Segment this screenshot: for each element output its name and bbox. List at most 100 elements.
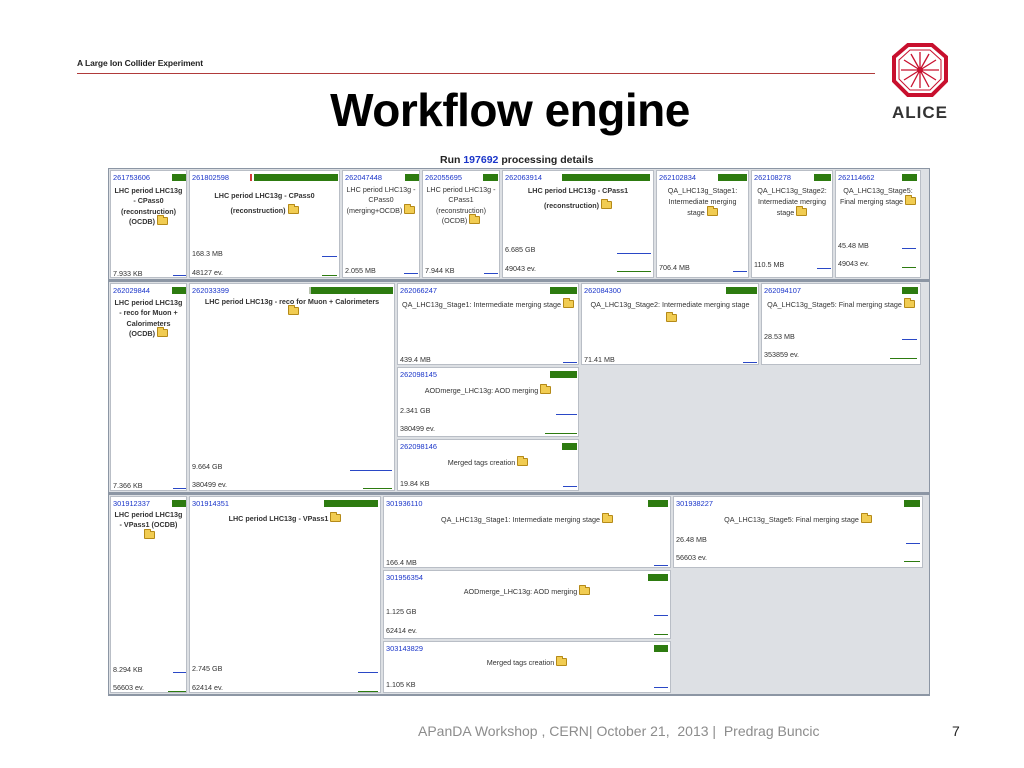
job-name: LHC period LHC13g - CPass0 (merging+OCDB… (346, 185, 416, 215)
job-card: 262063914 LHC period LHC13g - CPass1 (re… (502, 170, 654, 278)
job-name: QA_LHC13g_Stage5: Final merging stage (765, 298, 917, 312)
folder-icon[interactable] (556, 656, 568, 666)
folder-icon[interactable] (563, 298, 575, 308)
folder-icon[interactable] (156, 215, 168, 226)
folder-icon[interactable] (796, 206, 808, 217)
job-output-size: 19.84 KB (400, 479, 430, 488)
events-indicator-line (654, 634, 668, 635)
job-progress-bar (718, 174, 747, 181)
job-output-size: 706.4 MB (659, 263, 690, 272)
job-progress-bar (648, 500, 668, 507)
job-event-count: 62414 ev. (386, 626, 418, 635)
size-indicator-line (173, 275, 186, 276)
job-progress-bar (654, 645, 668, 652)
job-card: 261753606 LHC period LHC13g - CPass0 (re… (110, 170, 187, 278)
folder-icon[interactable] (601, 199, 613, 210)
size-indicator-line (556, 414, 577, 415)
size-indicator-line (404, 273, 418, 274)
folder-icon[interactable] (404, 203, 416, 214)
job-id-link[interactable]: 301912337 (113, 499, 150, 508)
job-output-size: 9.664 GB (192, 462, 223, 471)
events-indicator-line (890, 358, 917, 359)
job-id-link[interactable]: 262102834 (659, 173, 696, 182)
events-indicator-line (902, 267, 916, 268)
job-id-link[interactable]: 301938227 (676, 499, 713, 508)
folder-icon[interactable] (706, 206, 718, 217)
job-id-link[interactable]: 262066247 (400, 286, 437, 295)
job-name: QA_LHC13g_Stage1: Intermediate merging s… (401, 298, 575, 312)
job-event-count: 56603 ev. (676, 553, 708, 562)
job-output-size: 1.105 KB (386, 680, 416, 689)
size-indicator-line (654, 565, 668, 566)
job-id-link[interactable]: 262084300 (584, 286, 621, 295)
job-id-link[interactable]: 262098146 (400, 442, 437, 451)
folder-icon[interactable] (287, 305, 299, 316)
job-name: LHC period LHC13g - CPass0 (reconstructi… (214, 191, 315, 216)
size-indicator-line (358, 672, 378, 673)
job-name: LHC period LHC13g - CPass1 (reconstructi… (426, 185, 496, 226)
job-id-link[interactable]: 262098145 (400, 370, 437, 379)
job-progress-bar (814, 174, 831, 181)
folder-icon[interactable] (602, 513, 614, 523)
folder-icon[interactable] (144, 528, 155, 539)
job-progress-bar (172, 500, 186, 507)
folder-icon[interactable] (156, 327, 168, 338)
job-id-link[interactable]: 301914351 (192, 499, 229, 508)
job-progress-bar (562, 443, 577, 450)
run-number-link[interactable]: 197692 (463, 154, 499, 166)
job-id-link[interactable]: 262047448 (345, 173, 382, 182)
folder-icon[interactable] (905, 195, 917, 206)
folder-icon[interactable] (517, 456, 529, 466)
size-indicator-line (484, 273, 498, 274)
job-error-marker (309, 287, 311, 294)
folder-icon[interactable] (330, 512, 342, 522)
job-id-link[interactable]: 262029844 (113, 286, 150, 295)
folder-icon[interactable] (287, 204, 299, 215)
job-output-size: 2.341 GB (400, 406, 431, 415)
job-id-link[interactable]: 262094107 (764, 286, 801, 295)
folder-icon[interactable] (903, 298, 915, 308)
job-id-link[interactable]: 261753606 (113, 173, 150, 182)
job-card: 303143829 Merged tags creation 1.105 KB (383, 641, 671, 693)
job-output-size: 8.294 KB (113, 665, 143, 674)
job-id-link[interactable]: 303143829 (386, 644, 423, 653)
events-indicator-line (363, 488, 392, 489)
job-card: 262029844 LHC period LHC13g - reco for M… (110, 283, 187, 491)
run-suffix: processing details (501, 154, 594, 166)
folder-icon[interactable] (469, 214, 481, 225)
job-progress-bar (904, 500, 920, 507)
job-id-link[interactable]: 301936110 (386, 499, 423, 508)
job-output-size: 439.4 MB (400, 355, 431, 364)
job-id-link[interactable]: 262033399 (192, 286, 229, 295)
folder-icon[interactable] (540, 384, 552, 394)
job-name: LHC period LHC13g - VPass1 (OCDB) (114, 510, 183, 541)
job-name: QA_LHC13g_Stage5: Final merging stage (839, 185, 917, 207)
workflow-row-muon-calo: 262029844 LHC period LHC13g - reco for M… (109, 282, 929, 492)
job-card: 301912337 LHC period LHC13g - VPass1 (OC… (110, 496, 187, 693)
experiment-header: A Large Ion Collider Experiment (77, 58, 203, 68)
job-card: 301938227 QA_LHC13g_Stage5: Final mergin… (673, 496, 923, 568)
job-output-size: 2.055 MB (345, 266, 376, 275)
job-event-count: 49043 ev. (505, 264, 537, 273)
job-output-size: 45.48 MB (838, 241, 869, 250)
job-progress-bar (311, 287, 393, 294)
size-indicator-line (906, 543, 920, 544)
size-indicator-line (743, 362, 757, 363)
job-id-link[interactable]: 301956354 (386, 573, 423, 582)
job-card: 262108278 QA_LHC13g_Stage2: Intermediate… (751, 170, 833, 278)
job-id-link[interactable]: 262063914 (505, 173, 542, 182)
job-output-size: 28.53 MB (764, 332, 795, 341)
job-id-link[interactable]: 261802598 (192, 173, 229, 182)
job-id-link[interactable]: 262108278 (754, 173, 791, 182)
events-indicator-line (168, 691, 186, 692)
job-progress-bar (324, 500, 378, 507)
folder-icon[interactable] (579, 585, 591, 595)
folder-icon[interactable] (860, 513, 872, 523)
job-id-link[interactable]: 262114662 (838, 173, 875, 182)
folder-icon[interactable] (665, 311, 677, 322)
job-card: 301936110 QA_LHC13g_Stage1: Intermediate… (383, 496, 671, 568)
job-name: QA_LHC13g_Stage2: Intermediate merging s… (757, 186, 827, 218)
job-output-size: 110.5 MB (754, 260, 785, 269)
job-id-link[interactable]: 262055695 (425, 173, 462, 182)
size-indicator-line (322, 256, 337, 257)
